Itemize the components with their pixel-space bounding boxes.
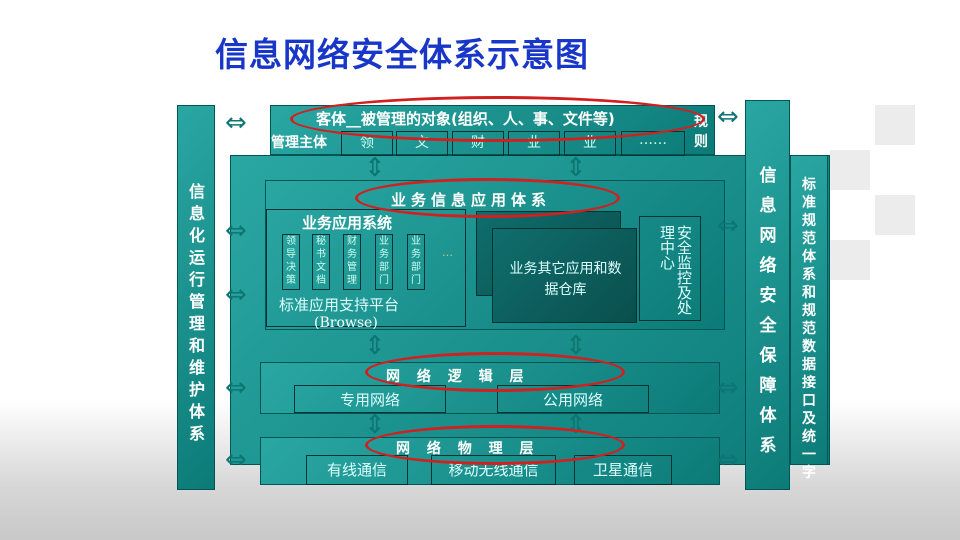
double-arrow-icon: ⇔ [717, 102, 739, 132]
vertical-arrow-icon: ⇕ [565, 153, 587, 183]
right-column: 信息网络安全保障体系 [745, 100, 790, 490]
far-right-column: 标准规范体系和规范数据接口及统一字 [790, 155, 828, 481]
other-apps-box: 业务其它应用和数据仓库 [492, 228, 637, 323]
double-arrow-icon: ⇔ [717, 373, 739, 403]
security-center-box: 安全监控及处理中心 [639, 216, 701, 321]
highlight-ellipse [365, 425, 625, 465]
app-cell: 业务部门 [407, 234, 425, 290]
decor-square [830, 240, 870, 280]
app-cell: 领导决策 [282, 234, 300, 290]
vertical-arrow-icon: ⇕ [364, 331, 386, 361]
page-title: 信息网络安全体系示意图 [215, 35, 589, 74]
app-cell: 业务部门 [375, 234, 393, 290]
security-center-label: 安全监控及处理中心 [658, 225, 693, 315]
double-arrow-icon: ⇔ [225, 108, 247, 138]
vertical-arrow-icon: ⇕ [364, 153, 386, 183]
wired-comm: 有线通信 [306, 455, 408, 485]
double-arrow-icon: ⇔ [225, 216, 247, 246]
vertical-arrow-icon: ⇕ [565, 331, 587, 361]
decor-square [875, 195, 915, 235]
subject-label: 管理主体 [271, 135, 327, 151]
double-arrow-icon: ⇔ [225, 373, 247, 403]
highlight-ellipse [355, 178, 620, 218]
highlight-ellipse [290, 96, 705, 142]
app-cell: 秘书文档 [312, 234, 330, 290]
other-apps-label: 业务其它应用和数据仓库 [509, 261, 622, 298]
decor-square [875, 105, 915, 145]
double-arrow-icon: ⇔ [717, 445, 739, 475]
app-ellipsis: … [442, 246, 453, 259]
vertical-arrow-icon: ⇕ [364, 410, 386, 440]
browse-label: (Browse) [314, 315, 378, 331]
double-arrow-icon: ⇔ [717, 211, 739, 241]
decor-square [830, 150, 870, 190]
highlight-ellipse [365, 352, 625, 392]
far-right-column-label: 标准规范体系和规范数据接口及统一字 [802, 177, 816, 481]
double-arrow-icon: ⇔ [225, 445, 247, 475]
app-system-label: 业务应用系统 [302, 214, 393, 232]
platform-label: 标准应用支持平台 [279, 296, 400, 314]
private-network: 专用网络 [294, 385, 446, 413]
right-column-label: 信息网络安全保障体系 [759, 166, 777, 456]
app-cell: 财务管理 [343, 234, 361, 290]
left-column: 信息化运行管理和维护体系 [177, 105, 215, 490]
app-system-box: 业务应用系统 领导决策 秘书文档 财务管理 业务部门 业务部门 … 标准应用支持… [266, 209, 466, 327]
double-arrow-icon: ⇔ [225, 280, 247, 310]
satellite-comm: 卫星通信 [574, 455, 672, 485]
left-column-label: 信息化运行管理和维护体系 [188, 182, 205, 443]
